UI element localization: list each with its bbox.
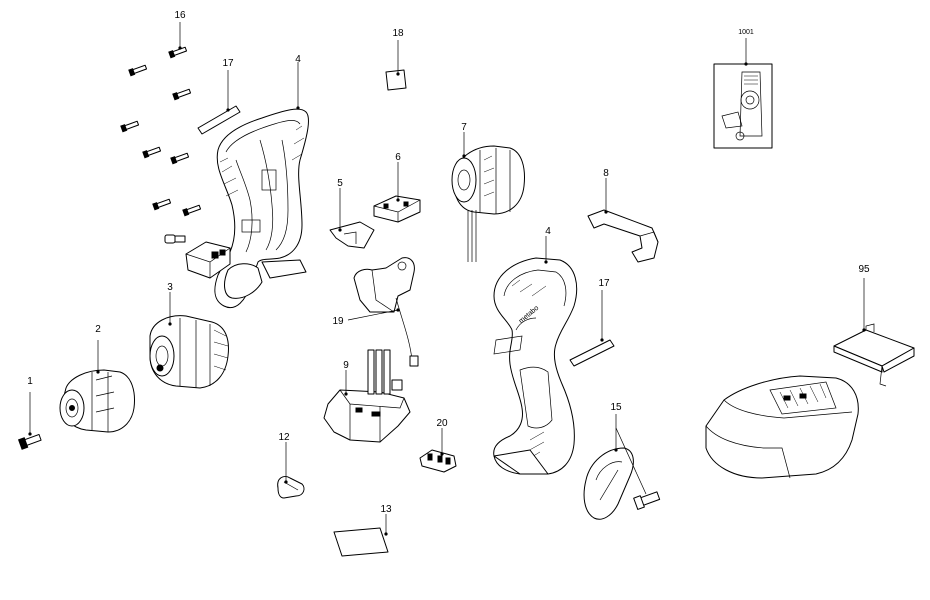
callout-17a: 17	[222, 58, 234, 69]
callout-8: 8	[603, 168, 609, 179]
callout-20: 20	[436, 418, 448, 429]
callout-19: 19	[332, 316, 344, 327]
callout-7: 7	[461, 122, 467, 133]
part-4b-housing-right: metabo	[493, 236, 578, 475]
part-17b-strip	[569, 290, 615, 367]
part-15-belt-hook	[583, 414, 661, 520]
callout-3: 3	[167, 282, 173, 293]
callout-2: 2	[95, 324, 101, 335]
part-8-bracket	[587, 178, 659, 263]
callout-15: 15	[610, 402, 622, 413]
callout-17b: 17	[598, 278, 610, 289]
switch-block-part	[185, 241, 231, 279]
callout-9: 9	[343, 360, 349, 371]
part-13-label	[333, 514, 389, 557]
battery-pack	[705, 375, 859, 479]
callout-labels: 1 2 3 4 4 5 6 7 8 9 12 13 15 16 17 17 18…	[27, 10, 870, 515]
part-18-label	[385, 40, 407, 91]
callout-18: 18	[392, 28, 404, 39]
part-17a-strip	[197, 70, 241, 135]
callout-4a: 4	[295, 54, 301, 65]
part-19-switch	[347, 257, 419, 367]
part-7-motor	[451, 132, 525, 262]
callout-16: 16	[174, 10, 186, 21]
callout-1001: 1001	[738, 29, 754, 36]
part-12-clip	[277, 442, 305, 499]
part-1-screw	[17, 392, 42, 450]
callout-4b: 4	[545, 226, 551, 237]
part-2-chuck	[59, 340, 135, 433]
part-4a-housing-left	[214, 62, 309, 308]
callout-95: 95	[858, 264, 870, 275]
pin-part	[164, 234, 186, 244]
part-95-cover	[833, 278, 915, 387]
part-6	[373, 162, 421, 223]
part-5	[329, 188, 375, 249]
callout-12: 12	[278, 432, 290, 443]
callout-1: 1	[27, 376, 33, 387]
callout-6: 6	[395, 152, 401, 163]
part-16-screws	[120, 22, 202, 217]
part-20-connector	[419, 428, 457, 473]
part-1001-box	[713, 38, 773, 149]
callout-5: 5	[337, 178, 343, 189]
callout-13: 13	[380, 504, 392, 515]
part-9-electronics	[323, 349, 411, 443]
part-3-gearbox	[149, 292, 229, 389]
